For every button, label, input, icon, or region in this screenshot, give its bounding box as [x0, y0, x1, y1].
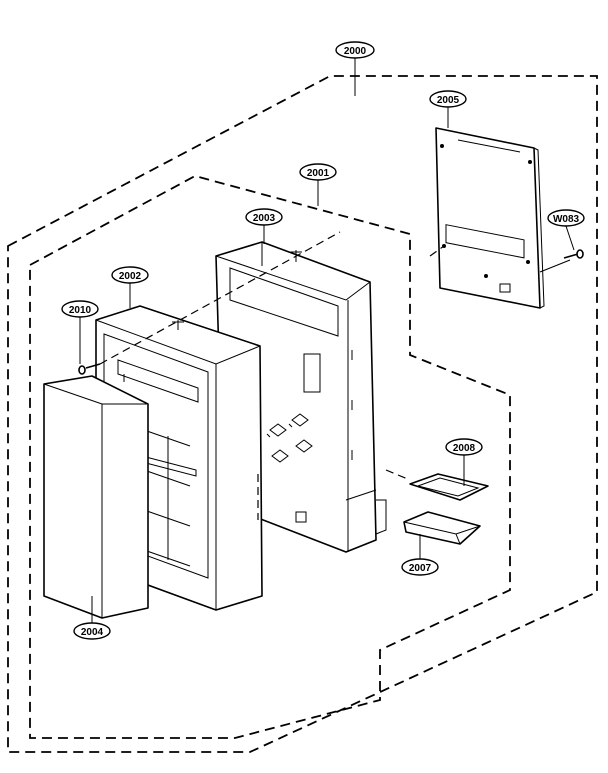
- callout-w083: W083: [547, 209, 585, 227]
- svg-text:2001: 2001: [307, 168, 330, 179]
- callout-2000: 2000: [335, 41, 375, 59]
- callout-2001: 2001: [299, 163, 337, 181]
- module-2007: [403, 511, 481, 545]
- callout-2004: 2004: [73, 622, 111, 640]
- svg-text:2008: 2008: [453, 443, 476, 454]
- plate-2008: [409, 473, 489, 501]
- pcb-board-2005: [435, 127, 545, 309]
- callout-leaders: [79, 58, 575, 624]
- callout-2003: 2003: [245, 208, 283, 226]
- membrane-panel-2004: [43, 375, 149, 619]
- screw-2010: [78, 363, 101, 375]
- svg-text:2010: 2010: [69, 305, 92, 316]
- svg-text:W083: W083: [553, 214, 580, 225]
- callout-2008: 2008: [445, 438, 483, 456]
- svg-text:2005: 2005: [437, 95, 460, 106]
- svg-text:2004: 2004: [81, 627, 104, 638]
- assembly-lines: [99, 231, 445, 520]
- callout-2010: 2010: [61, 300, 99, 318]
- callout-2007: 2007: [401, 558, 439, 576]
- svg-text:2002: 2002: [119, 271, 142, 282]
- svg-text:2007: 2007: [409, 563, 432, 574]
- callout-2002: 2002: [111, 266, 149, 284]
- assembly-2001-outline: [29, 175, 511, 739]
- screw-w083: [539, 249, 584, 273]
- callout-2005: 2005: [429, 90, 467, 108]
- svg-text:2003: 2003: [253, 213, 276, 224]
- svg-text:2000: 2000: [344, 46, 367, 57]
